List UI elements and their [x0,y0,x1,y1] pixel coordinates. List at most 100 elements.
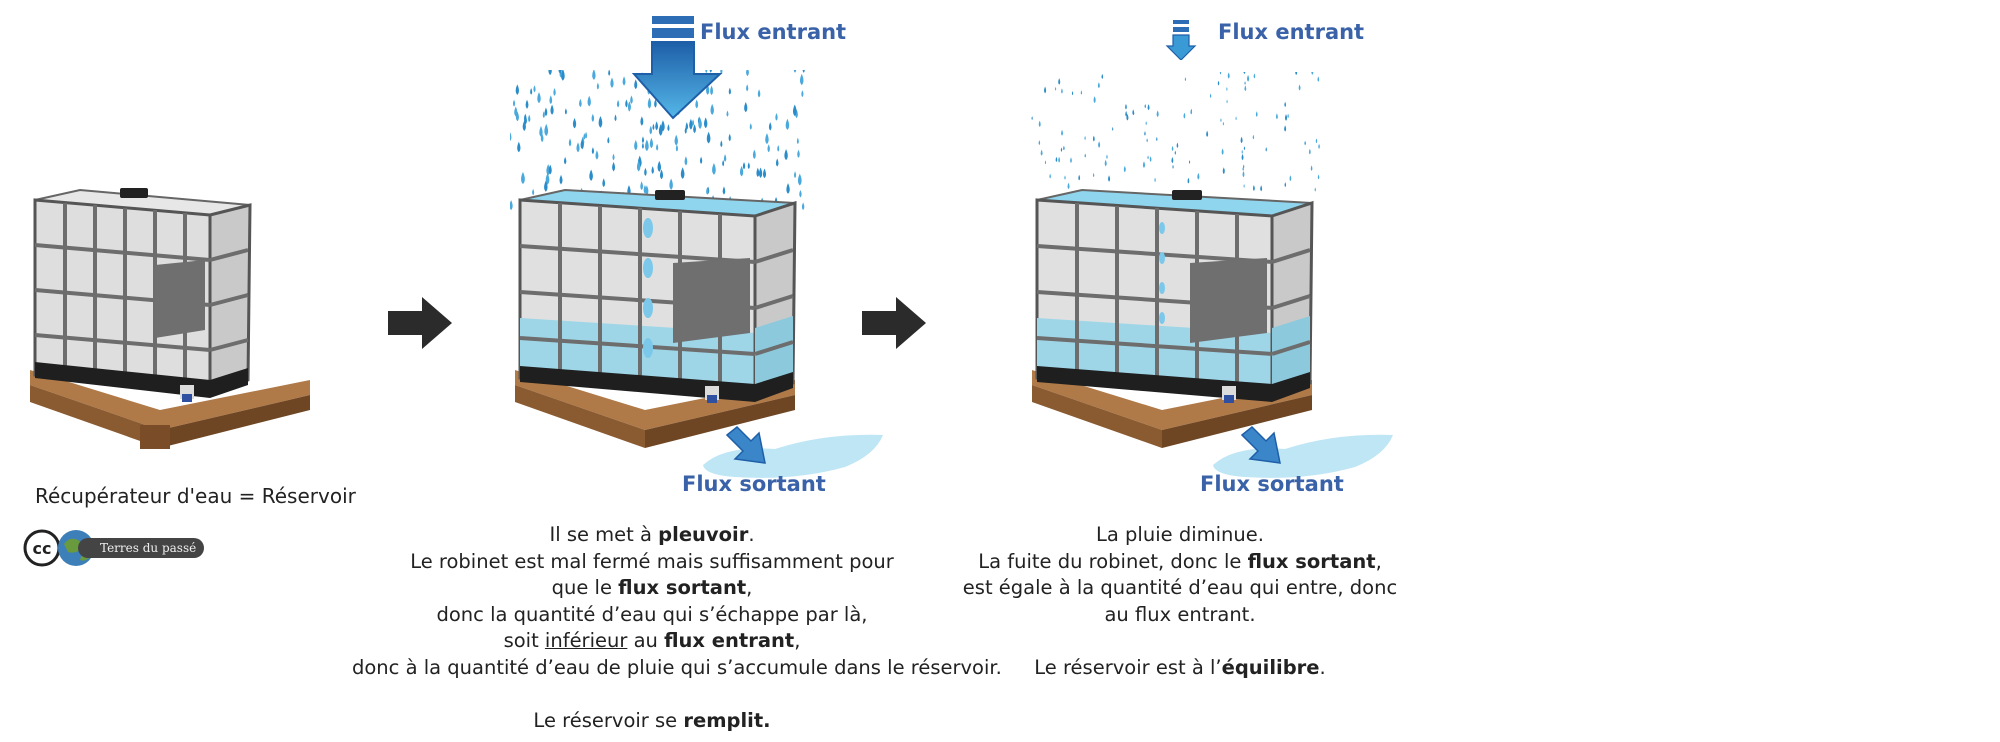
raindrop [1080,90,1083,95]
raindrop [630,95,633,104]
raindrop [530,87,533,95]
raindrop [515,111,519,122]
outflow-label: Flux sortant [682,472,826,496]
raindrop [1275,113,1278,120]
raindrop [775,158,779,167]
raindrop [1284,114,1288,121]
raindrop [634,79,638,90]
raindrop [652,123,655,130]
raindrop [756,167,760,177]
raindrop [595,150,599,160]
caption-line: La pluie diminue. [1096,523,1264,546]
raindrop [698,117,702,130]
raindrop [747,162,750,170]
raindrop [1244,85,1247,92]
raindrop [1058,156,1061,163]
raindrop [684,156,688,166]
raindrop [612,153,615,161]
raindrop [675,144,679,152]
raindrop [1147,155,1149,160]
tank-body [33,188,252,402]
raindrop [659,169,664,180]
raindrop [607,136,610,144]
raindrop [1315,138,1318,144]
raindrop [1142,161,1146,168]
raindrop [510,200,513,210]
raindrop [1252,185,1255,191]
svg-text:cc: cc [33,539,52,558]
raindrop [758,167,763,178]
outflow-puddle [703,434,883,478]
raindrop [1219,72,1222,75]
raindrop [1221,148,1224,155]
outflow-label-2: Flux sortant [1200,472,1344,496]
raindrop [1154,177,1156,183]
raindrop [1049,173,1051,179]
raindrop [549,95,553,105]
credit-text: Terres du passé [78,538,205,558]
raindrop [641,142,644,149]
raindrop [684,127,687,134]
raindrop [792,104,797,117]
raindrop [749,123,752,130]
raindrop [1206,130,1209,137]
raindrop [1226,99,1228,104]
raindrop [1317,76,1320,82]
right-arrow-icon [862,297,926,349]
raindrop [544,107,548,117]
raindrop [1314,187,1316,192]
raindrop [524,113,527,122]
raindrop [728,133,731,142]
raindrop [1295,72,1298,75]
raindrop [1289,175,1292,182]
raindrop [649,125,653,135]
raindrop [799,73,804,86]
raindrop [591,147,594,155]
raindrop [723,154,727,162]
raindrop [644,167,647,177]
raindrop [602,178,606,188]
raindrop [689,118,693,130]
raindrop [1287,113,1289,119]
raindrop [786,183,790,194]
caption-line: Il se met à pleuvoir. [549,523,755,546]
raindrop [709,70,712,73]
raindrop [1253,73,1256,79]
raindrop [692,119,695,126]
raindrop [1104,159,1107,167]
tank-empty-illustration [30,188,310,449]
tank-caption: Récupérateur d'eau = Réservoir [35,484,356,508]
raindrop [1284,101,1287,108]
raindrop [1092,172,1095,178]
raindrop [616,99,620,108]
raindrop [1126,113,1129,121]
raindrop [1284,182,1287,188]
raindrop [1144,131,1146,136]
raindrop [546,164,550,176]
raindrop [1156,110,1159,118]
raindrop [1125,103,1127,110]
raindrop [512,99,516,107]
raindrop [728,87,731,95]
raindrop [1217,80,1220,86]
raindrop [1252,134,1255,140]
raindrop [553,88,556,96]
raindrop [589,169,593,181]
raindrop [802,70,805,73]
raindrop [1242,166,1244,171]
caption-line: est égale à la quantité d’eau qui entre,… [962,576,1398,599]
raindrop [525,99,529,109]
raindrop [742,161,746,170]
raindrop [627,101,631,111]
inflow-label-2: Flux entrant [1218,20,1365,44]
raindrop [1060,147,1063,152]
raindrop [517,141,521,153]
raindrop [1063,145,1065,151]
raindrop [587,95,591,107]
raindrop [1038,120,1041,127]
inflow-label: Flux entrant [700,20,847,44]
raindrop [699,156,703,164]
raindrop [591,113,595,122]
raindrop [1061,129,1063,136]
raindrop [542,111,545,119]
